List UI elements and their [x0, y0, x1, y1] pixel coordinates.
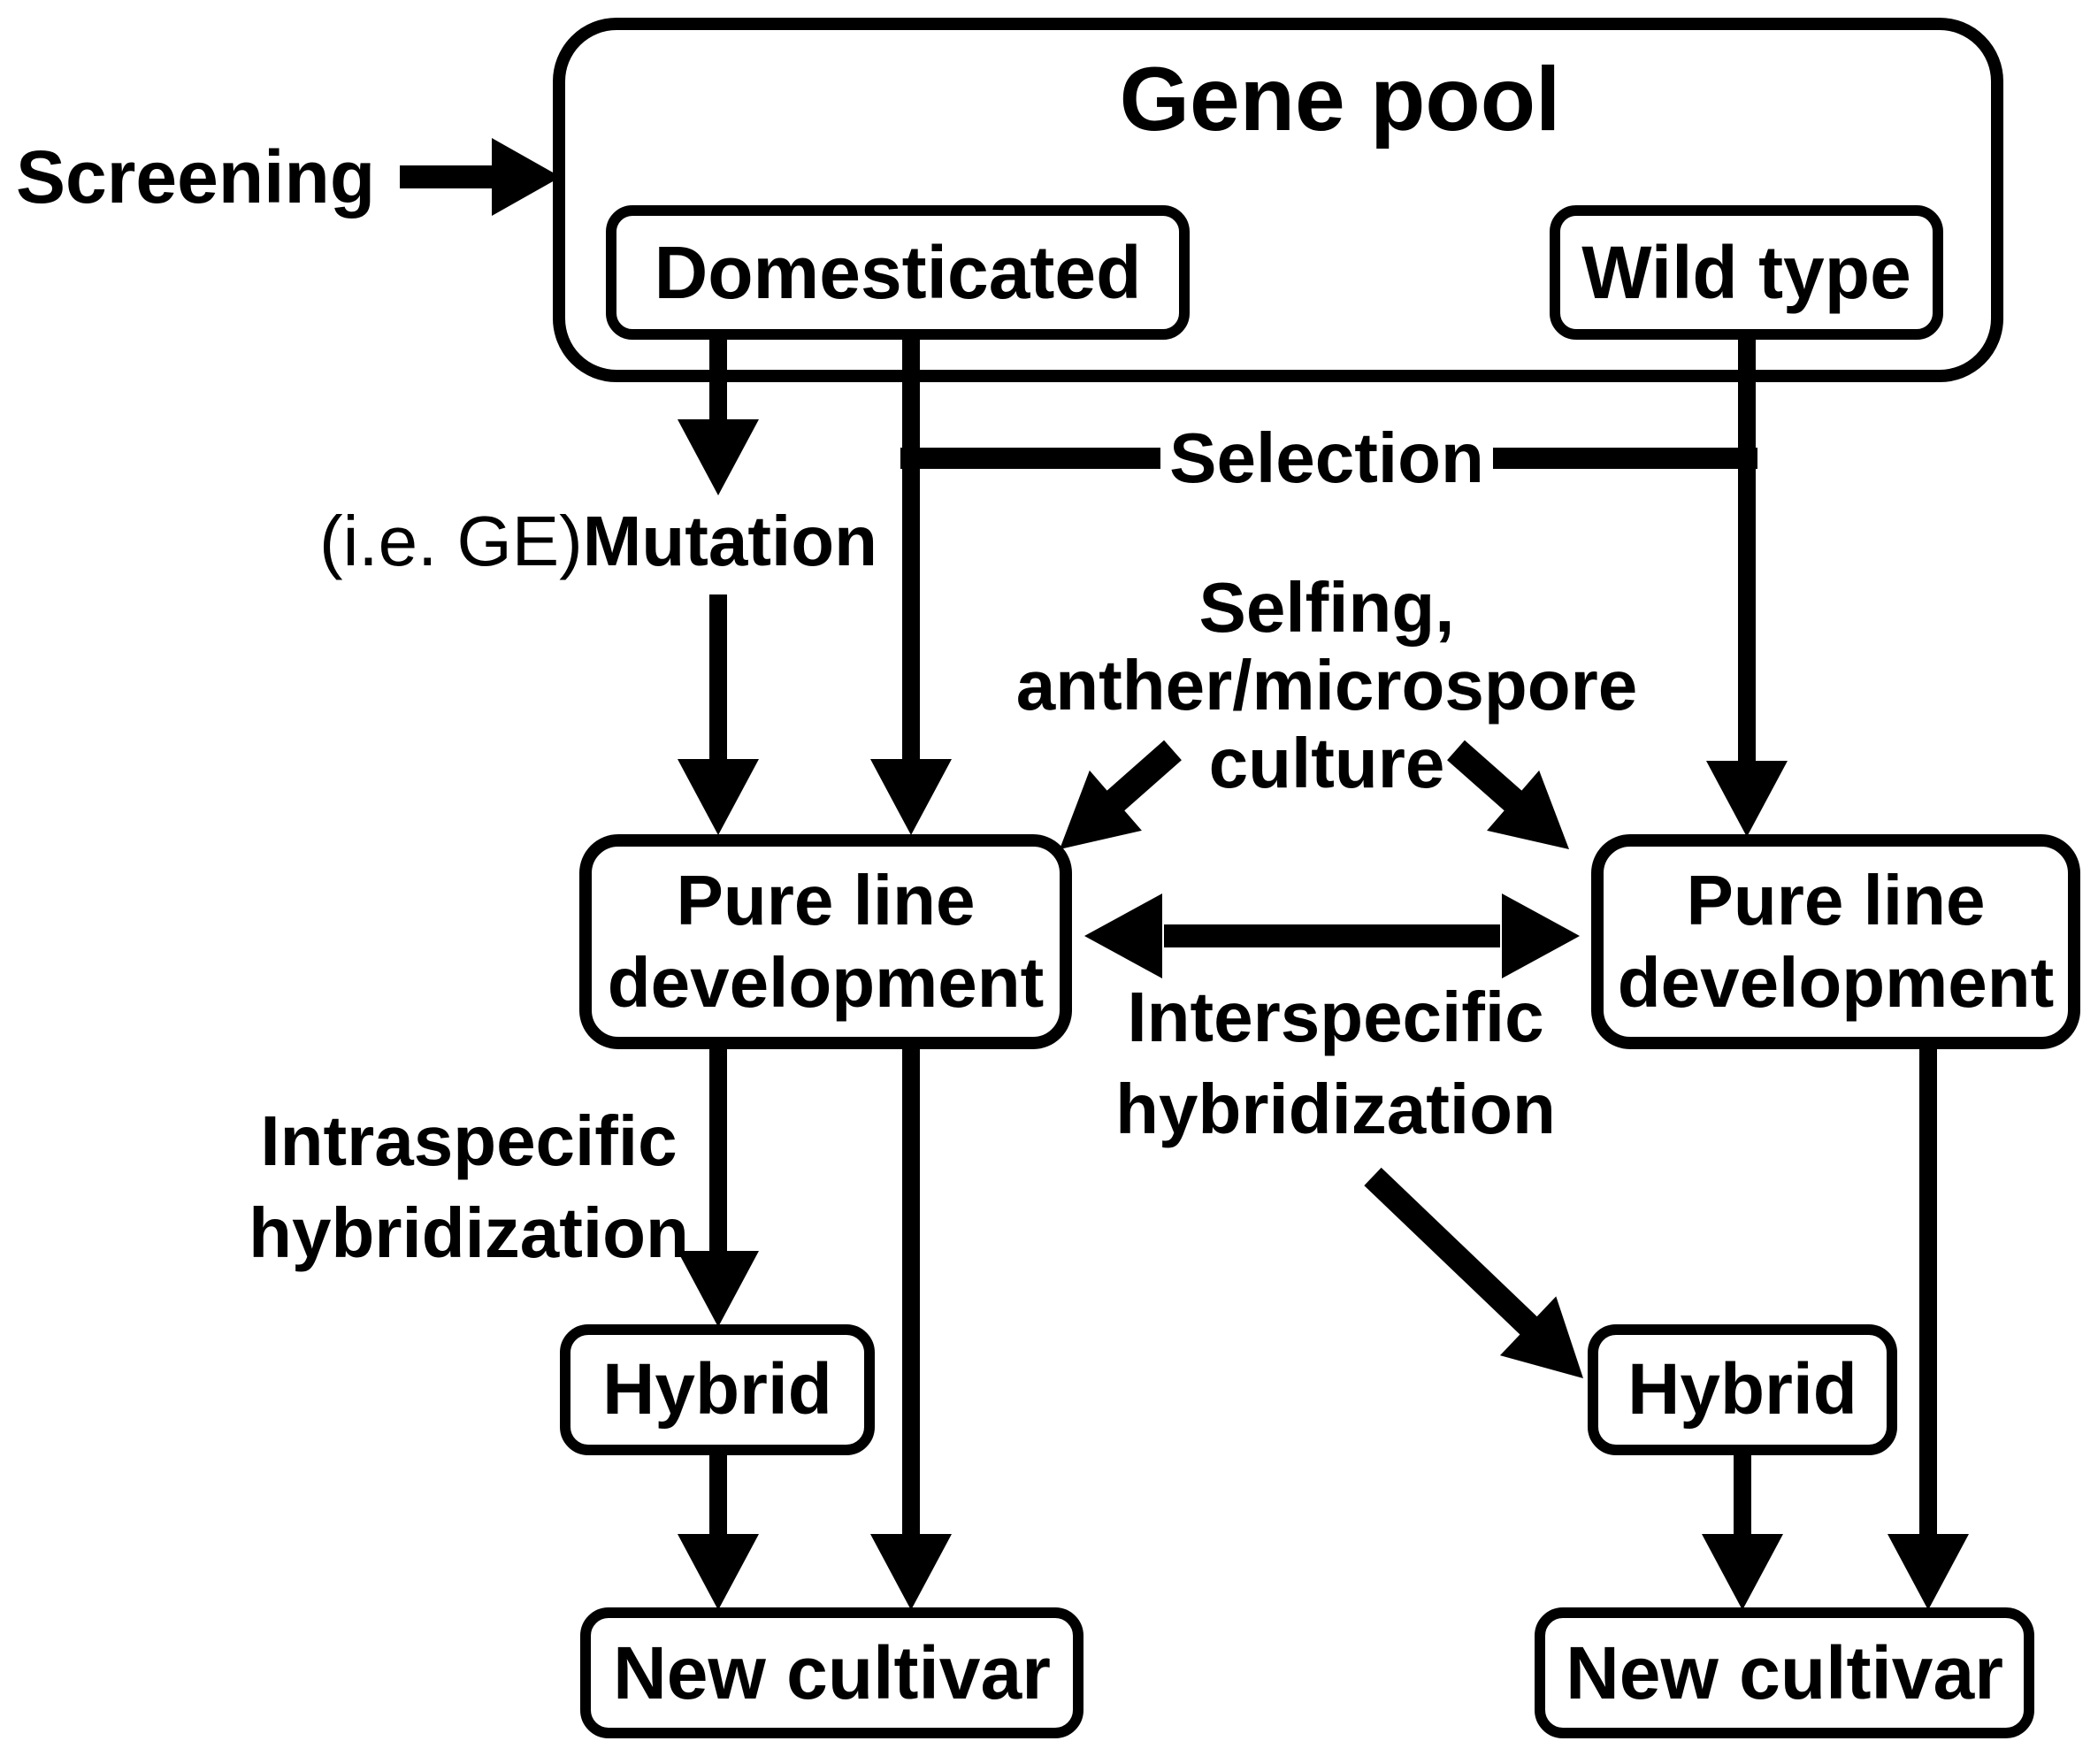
screening-label: Screening [16, 134, 376, 219]
new-cultivar-left-label: New cultivar [613, 1630, 1051, 1714]
new-cultivar-right-label: New cultivar [1566, 1630, 2003, 1714]
gene-pool-title: Gene pool [1119, 48, 1561, 150]
domesticated-box: Domesticated [606, 205, 1190, 340]
intraspecific-label: Intraspecific hybridization [249, 1101, 689, 1272]
wild-type-label: Wild type [1581, 230, 1911, 314]
pure-line-right-box: Pure line development [1591, 834, 2080, 1049]
pure-line-left-label: Pure line development [607, 860, 1045, 1022]
mutation-label: (i.e. GE)Mutation [319, 502, 877, 580]
hybrid-left-label: Hybrid [602, 1349, 832, 1430]
pure-line-left-box: Pure line development [579, 834, 1072, 1049]
hybrid-left-box: Hybrid [560, 1324, 875, 1455]
selfing-culture-label: Selfing, anther/microspore culture [1015, 568, 1638, 802]
domesticated-label: Domesticated [654, 230, 1142, 314]
pure-line-right-label: Pure line development [1617, 860, 2055, 1022]
new-cultivar-left-box: New cultivar [580, 1607, 1083, 1738]
hybrid-right-box: Hybrid [1588, 1324, 1897, 1455]
selection-label: Selection [1169, 418, 1484, 497]
mutation-prefix: (i.e. GE) [318, 502, 583, 580]
new-cultivar-right-box: New cultivar [1535, 1607, 2034, 1738]
mutation-word: Mutation [582, 502, 877, 580]
hybrid-right-label: Hybrid [1627, 1349, 1857, 1430]
interspecific-label: Interspecific hybridization [1115, 978, 1556, 1148]
